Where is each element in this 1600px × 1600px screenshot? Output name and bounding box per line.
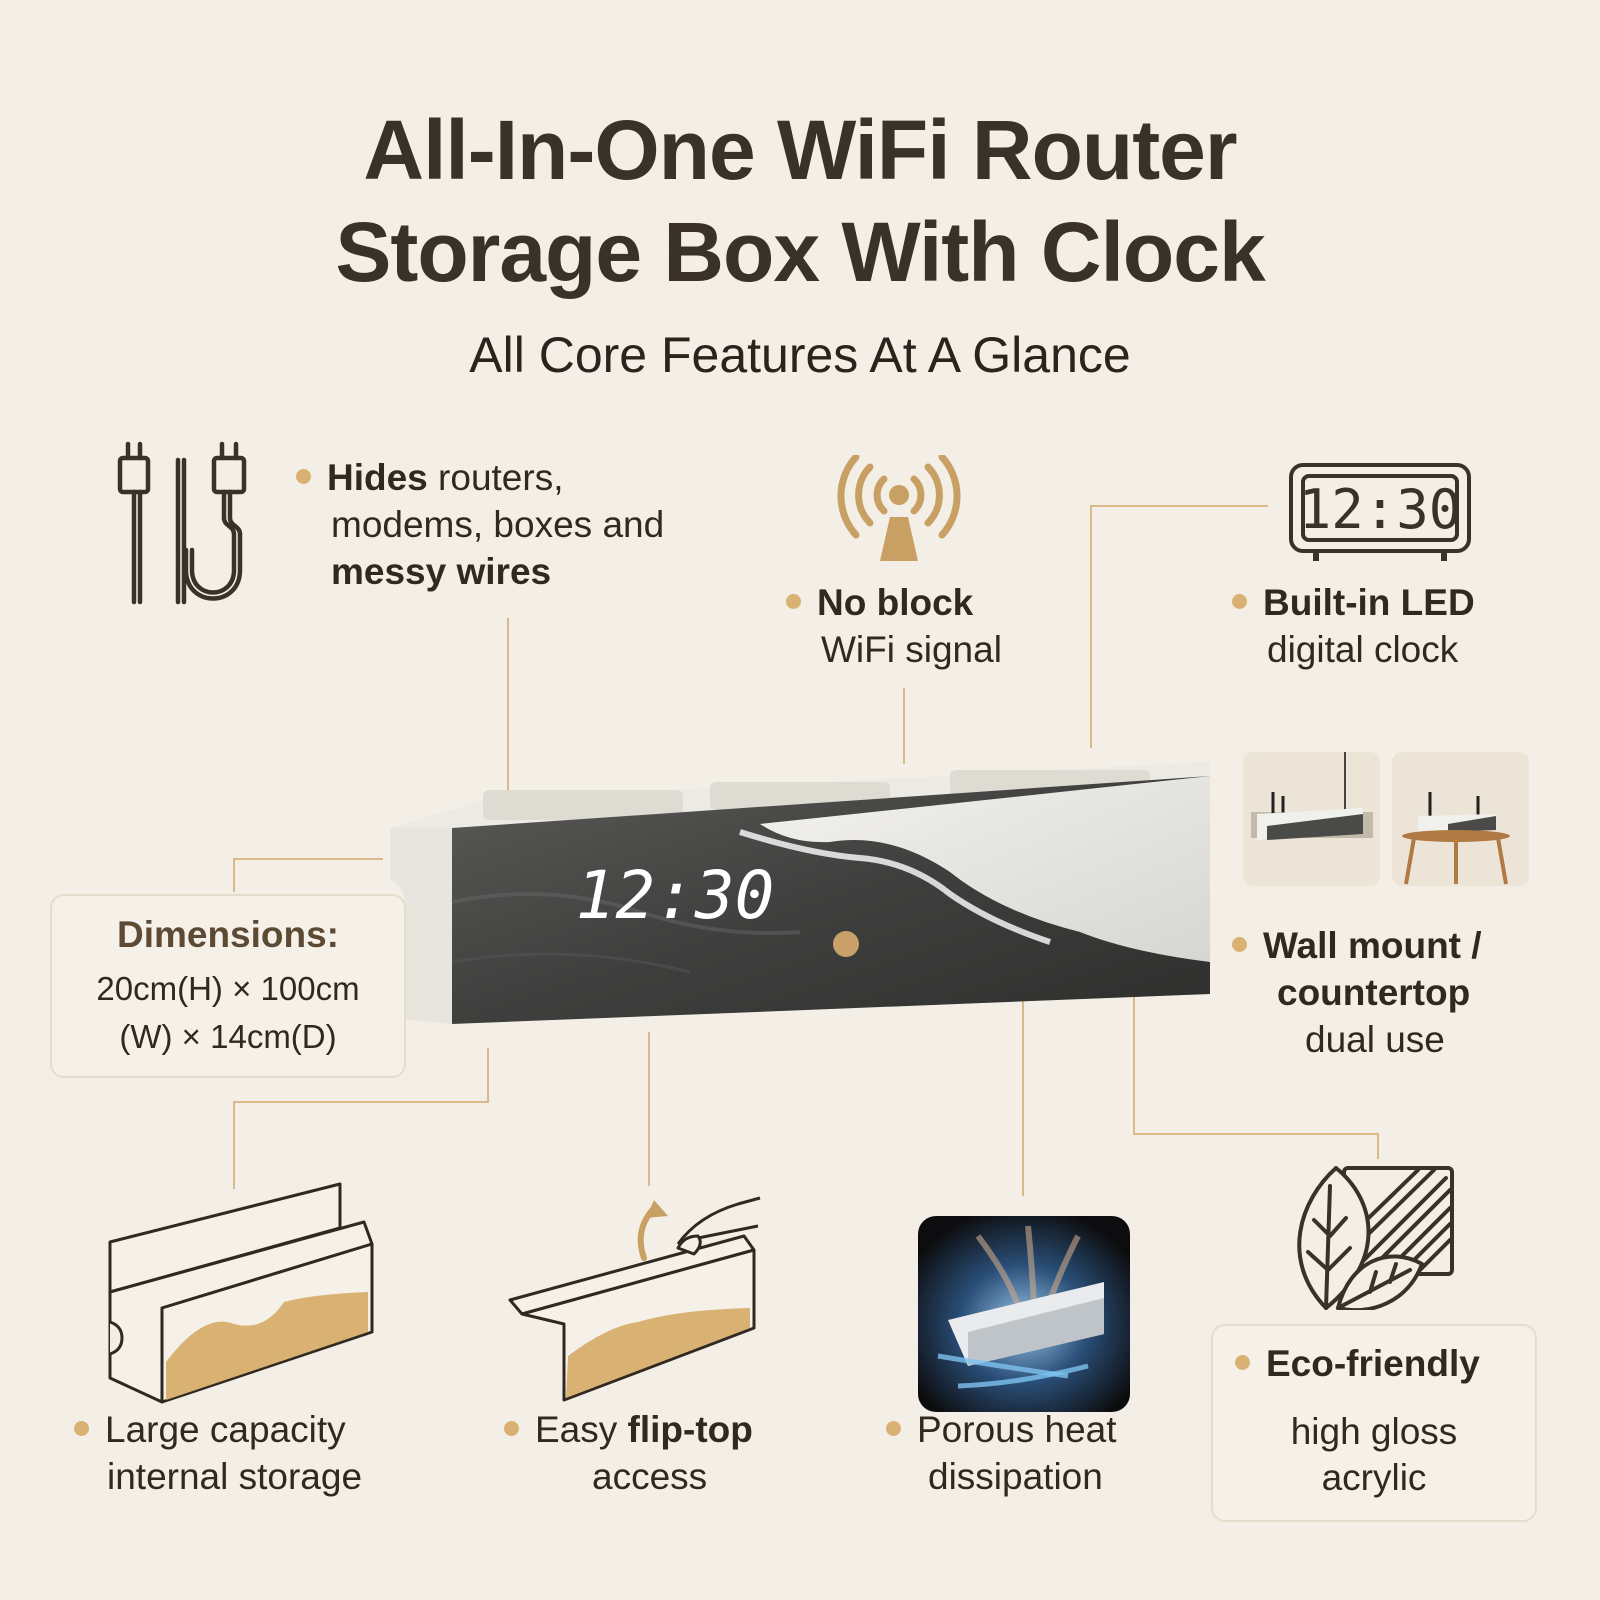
bullet-dot [1235, 1354, 1250, 1370]
feature-hides: Hides routers, modems, boxes and messy w… [296, 454, 664, 595]
dimensions-card: Dimensions: 20cm(H) × 100cm (W) × 14cm(D… [50, 894, 406, 1078]
connector-line [233, 858, 383, 860]
product-storage-box: 12:30 [390, 762, 1210, 1024]
connector-line [487, 1048, 489, 1102]
connector-line [1377, 1133, 1379, 1159]
connector-line [648, 1032, 650, 1186]
eco-title: Eco-friendly [1235, 1340, 1480, 1387]
bullet-dot [74, 1420, 89, 1436]
digital-clock-icon: 12:30 [1288, 462, 1472, 564]
bullet-dot [1232, 593, 1247, 609]
connector-line [507, 618, 509, 794]
wifi-antenna-icon [832, 455, 966, 567]
dimensions-line2: (W) × 14cm(D) [119, 1018, 337, 1055]
leaf-icon [1290, 1160, 1460, 1310]
connector-line [903, 688, 905, 764]
connector-line [233, 858, 235, 892]
connector-line [1090, 505, 1268, 507]
page-subtitle: All Core Features At A Glance [469, 327, 1131, 383]
clock-icon-time: 12:30 [1299, 478, 1462, 541]
feature-storage: Large capacity internal storage [74, 1406, 362, 1500]
wall-mount-thumbnail [1243, 752, 1380, 886]
product-clock-display: 12:30 [576, 857, 775, 934]
bullet-dot [1232, 936, 1247, 952]
connector-line [233, 1101, 235, 1189]
power-plug-cable-icon [112, 440, 262, 610]
dimensions-label: Dimensions: [116, 914, 340, 955]
connector-line [1022, 1000, 1024, 1196]
feature-heat: Porous heat dissipation [886, 1406, 1117, 1500]
eco-line2: high gloss [1290, 1411, 1458, 1452]
feature-mount: Wall mount / countertop dual use [1232, 922, 1482, 1063]
feature-clock: Built-in LED digital clock [1232, 579, 1475, 673]
eco-line3: acrylic [1321, 1457, 1427, 1498]
connector-line [233, 1101, 489, 1103]
eco-card: Eco-friendly high gloss acrylic [1211, 1324, 1537, 1522]
page-title-line2: Storage Box With Clock [335, 205, 1265, 299]
bullet-dot [786, 593, 801, 609]
connector-line [1133, 1133, 1378, 1135]
bullet-dot [886, 1420, 901, 1436]
bullet-dot [296, 468, 311, 484]
bullet-dot [504, 1420, 519, 1436]
connector-line [1133, 970, 1135, 1134]
connector-line [1090, 506, 1092, 748]
page-title-line1: All-In-One WiFi Router [363, 103, 1237, 197]
feature-wifi: No block WiFi signal [786, 579, 1002, 673]
flip-top-hand-illustration [508, 1196, 770, 1410]
heat-dissipation-illustration [918, 1216, 1130, 1412]
countertop-thumbnail [1392, 752, 1529, 886]
feature-fliptop: Easy flip-top access [504, 1406, 753, 1500]
dimensions-line1: 20cm(H) × 100cm [96, 970, 360, 1007]
open-storage-box-illustration [104, 1182, 374, 1410]
